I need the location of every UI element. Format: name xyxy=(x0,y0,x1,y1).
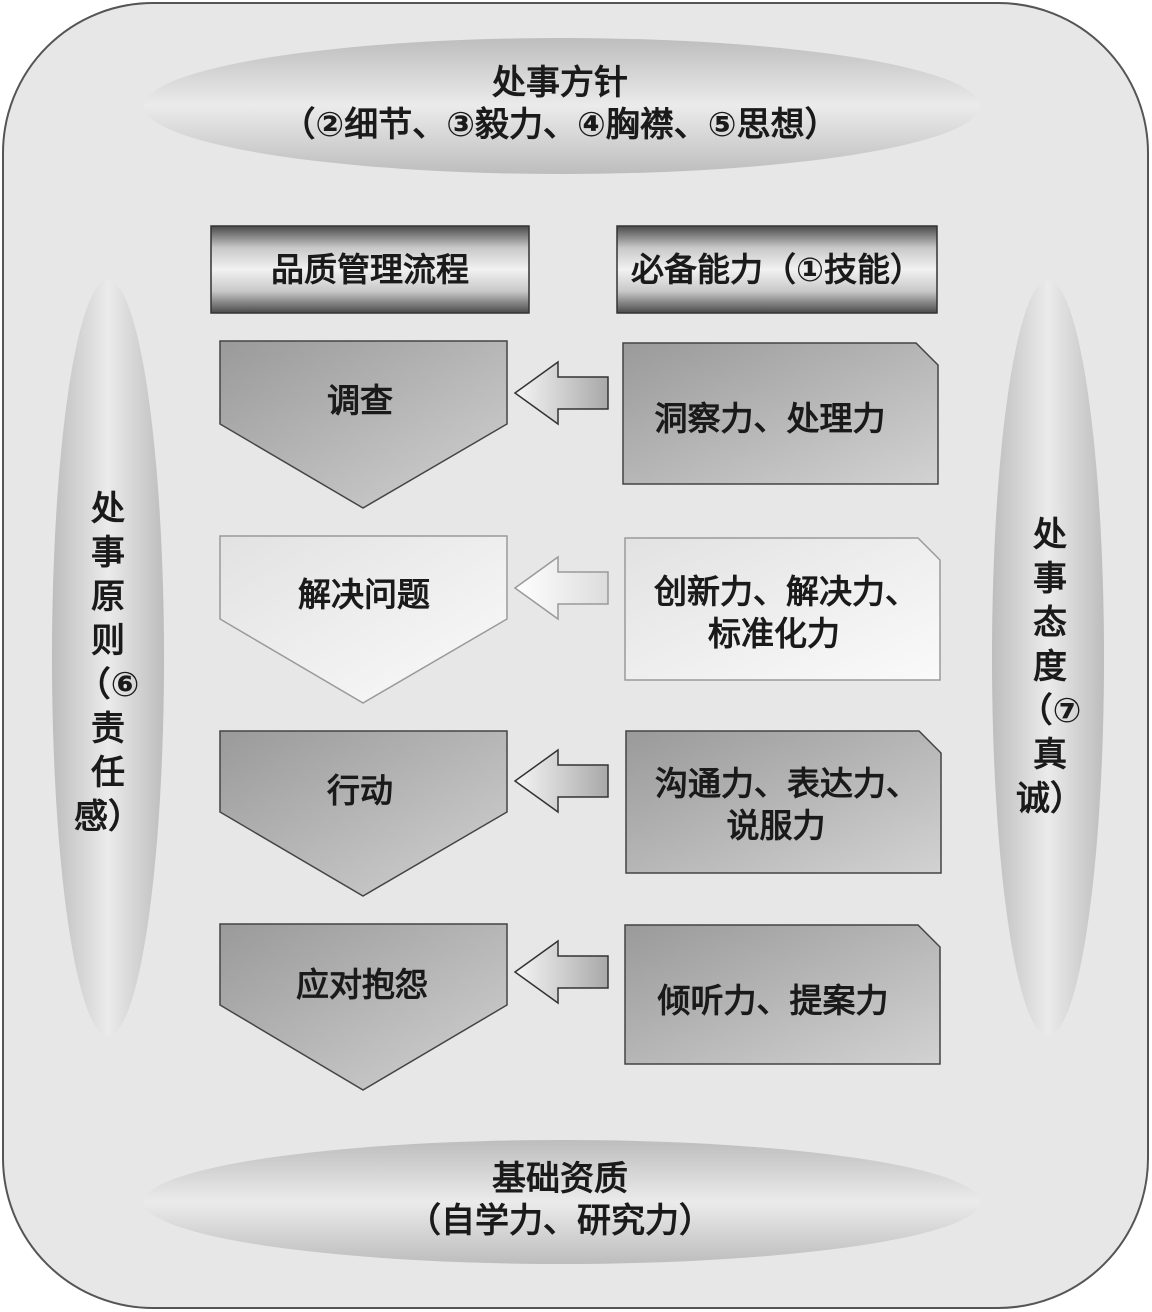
right-ellipse: 处 事 态 度 （⑦ 真 诚） xyxy=(992,280,1104,1036)
step-action: 行动 沟通力、表达力、 说服力 xyxy=(219,730,942,897)
process-label: 应对抱怨 xyxy=(296,965,428,1004)
process-label: 行动 xyxy=(326,771,393,810)
ability-box xyxy=(625,730,942,874)
bottom-ellipse: 基础资质 （自学力、研究力） xyxy=(144,1140,980,1264)
left-arrow-icon xyxy=(513,555,609,621)
ability-label-line-1: 创新力、解决力、 xyxy=(653,572,918,611)
process-header-label: 品质管理流程 xyxy=(271,250,469,289)
left-char: （⑥ xyxy=(77,665,140,705)
ability-label: 洞察力、处理力 xyxy=(655,399,886,438)
ability-header: 必备能力（①技能） xyxy=(616,225,938,314)
process-chevron xyxy=(219,923,508,1091)
step-solve-problem: 解决问题 创新力、解决力、 标准化力 xyxy=(219,535,941,704)
right-char: 处 xyxy=(1032,515,1067,555)
top-ellipse-subtitle: （②细节、③毅力、④胸襟、⑤思想） xyxy=(281,105,838,145)
ability-label-line-1: 沟通力、表达力、 xyxy=(655,764,919,803)
process-chevron xyxy=(219,535,508,704)
process-label: 调查 xyxy=(327,381,393,420)
left-char: 则 xyxy=(91,621,125,661)
process-chevron xyxy=(219,340,508,509)
ability-box xyxy=(622,342,939,485)
top-ellipse: 处事方针 （②细节、③毅力、④胸襟、⑤思想） xyxy=(144,38,980,174)
left-char: 感） xyxy=(74,797,142,837)
ability-header-label: 必备能力（①技能） xyxy=(631,250,923,289)
left-arrow-icon xyxy=(513,939,609,1005)
right-char: 态 xyxy=(1033,603,1067,643)
left-char: 处 xyxy=(90,489,125,529)
ability-label-line-2: 说服力 xyxy=(727,806,826,845)
left-arrow-icon xyxy=(513,360,609,426)
left-ellipse-label: 处 事 原 则 （⑥ 责 任 感） xyxy=(74,489,142,837)
ability-label-line-2: 标准化力 xyxy=(708,614,840,653)
bottom-ellipse-title: 基础资质 xyxy=(492,1159,628,1199)
left-arrow-icon xyxy=(513,748,609,814)
process-header: 品质管理流程 xyxy=(210,225,530,314)
left-ellipse: 处 事 原 则 （⑥ 责 任 感） xyxy=(52,280,164,1036)
top-ellipse-title: 处事方针 xyxy=(491,63,628,103)
right-char: 真 xyxy=(1033,735,1067,775)
right-char: 事 xyxy=(1033,559,1067,599)
right-ellipse-label: 处 事 态 度 （⑦ 真 诚） xyxy=(1016,515,1084,819)
ability-box xyxy=(624,537,941,681)
ability-box xyxy=(624,924,941,1065)
right-char: （⑦ xyxy=(1019,691,1082,731)
process-label: 解决问题 xyxy=(298,575,430,614)
right-char: 度 xyxy=(1033,647,1067,687)
left-char: 任 xyxy=(91,753,125,793)
right-char: 诚） xyxy=(1016,779,1084,819)
process-chevron xyxy=(219,730,508,897)
ability-label: 倾听力、提案力 xyxy=(657,981,889,1020)
left-char: 原 xyxy=(91,577,125,617)
left-char: 责 xyxy=(91,709,125,749)
step-investigate: 调查 洞察力、处理力 xyxy=(219,340,939,509)
step-handle-complaints: 应对抱怨 倾听力、提案力 xyxy=(219,923,941,1091)
bottom-ellipse-subtitle: （自学力、研究力） xyxy=(407,1201,713,1241)
left-char: 事 xyxy=(91,533,125,573)
